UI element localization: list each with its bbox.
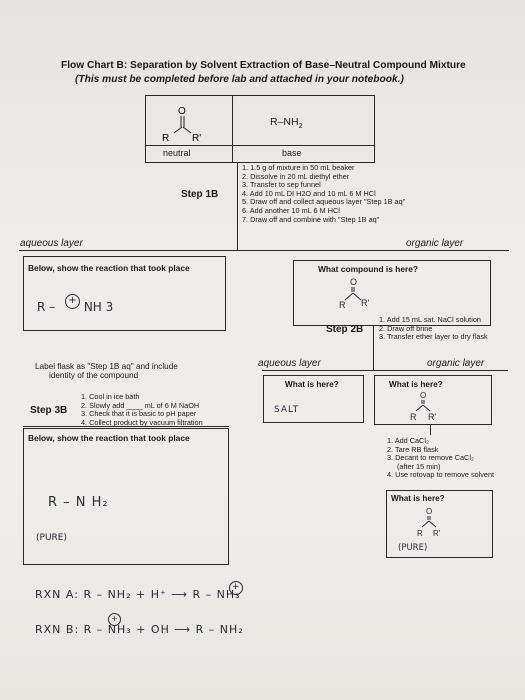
step-1b-item: 7. Draw off and combine with "Step 1B aq… bbox=[242, 214, 380, 224]
split-stem bbox=[237, 229, 238, 251]
page-subtitle: (This must be completed before lab and a… bbox=[75, 74, 404, 85]
ketone-structure: O R R' bbox=[162, 106, 201, 144]
hand-nh3: NH 3 bbox=[83, 300, 114, 314]
step-1b-item: 4. Add 10 mL DI H2O and 10 mL 6 M HCl bbox=[242, 188, 376, 198]
base-label: base bbox=[282, 148, 302, 158]
svg-text:R': R' bbox=[192, 133, 201, 144]
what-here-2: What is here? bbox=[389, 380, 443, 389]
step-1b-item: 5. Draw off and collect aqueous layer "S… bbox=[242, 197, 406, 207]
step-2b-item: 2. Draw off brine bbox=[379, 323, 433, 333]
svg-text:R: R bbox=[162, 133, 169, 144]
mixture-divider bbox=[232, 95, 233, 163]
step-dry-item: (after 15 min) bbox=[397, 461, 441, 471]
compound-question: What compound is here? bbox=[318, 264, 419, 274]
hand-product: R – N H₂ bbox=[48, 495, 109, 510]
hand-ketone-2: O R R' bbox=[410, 391, 436, 422]
svg-text:R: R bbox=[339, 300, 346, 310]
reaction-header-2: Below, show the reaction that took place bbox=[28, 433, 190, 443]
step-3b-underline bbox=[23, 395, 229, 427]
step-3b-item: 4. Collect product by vacuum filtration bbox=[81, 417, 203, 427]
step-dry-item: 3. Decant to remove CaCl₂ bbox=[387, 453, 474, 463]
svg-text:R: R bbox=[417, 529, 423, 538]
svg-text:O: O bbox=[426, 507, 432, 516]
step-1b-list: 1. 1.5 g of mixture in 50 mL beaker 2. D… bbox=[242, 163, 406, 224]
mixture-box bbox=[145, 95, 375, 163]
aqueous-layer-label: aqueous layer bbox=[20, 238, 83, 249]
svg-text:O: O bbox=[350, 277, 357, 287]
svg-text:R': R' bbox=[433, 529, 441, 538]
split-line bbox=[19, 250, 509, 251]
flask-note-1: Label flask as "Step 1B aq" and include bbox=[35, 362, 178, 371]
split-line-2 bbox=[262, 370, 508, 371]
what-here-box-2 bbox=[374, 375, 492, 425]
stem-line bbox=[237, 163, 238, 230]
step-dry-item: 1. Add CaCl₂ bbox=[387, 436, 429, 445]
hand-ketone-1: O R R' bbox=[339, 277, 369, 310]
rxn-b-text: RXN B: R – NH₃ + OH ⟶ R – NH₂ bbox=[35, 623, 244, 636]
what-here-box-3 bbox=[386, 490, 493, 558]
hand-salt: SALT bbox=[274, 405, 300, 415]
hand-pure-right: (PURE) bbox=[398, 543, 428, 553]
step-1b-item: 3. Transfer to sep funnel bbox=[242, 180, 321, 190]
step-2b-item: 1. Add 15 mL sat. NaCl solution bbox=[379, 315, 481, 324]
aqueous-layer-label-2: aqueous layer bbox=[258, 358, 321, 369]
step-1b-label: Step 1B bbox=[181, 189, 219, 200]
svg-text:O: O bbox=[178, 106, 186, 117]
right-stem bbox=[373, 326, 374, 348]
rxn-b: RXN B: R – NH₃ + OH ⟶ R – NH₂ bbox=[35, 623, 244, 636]
step-3b-label: Step 3B bbox=[30, 405, 68, 416]
title-text: Flow Chart B: Separation by Solvent Extr… bbox=[61, 60, 466, 71]
organic-layer-label-2: organic layer bbox=[427, 358, 485, 369]
base-formula-text: R–NH bbox=[270, 116, 299, 128]
base-formula: R–NH2 bbox=[270, 117, 303, 132]
step-dry-list: 1. Add CaCl₂ 2. Tare RB flask 3. Decant … bbox=[387, 436, 495, 480]
rxn-a-charge: + bbox=[229, 581, 244, 595]
svg-text:R': R' bbox=[428, 412, 436, 422]
svg-text:R': R' bbox=[361, 298, 369, 308]
step-dry-item: 2. Tare RB flask bbox=[387, 444, 439, 454]
base-formula-sub: 2 bbox=[298, 123, 303, 131]
page-title: Flow Chart B: Separation by Solvent Extr… bbox=[61, 60, 466, 71]
step-2b-list: 1. Add 15 mL sat. NaCl solution 2. Draw … bbox=[379, 315, 488, 342]
rxn-a: RXN A: R – NH₂ + H⁺ ⟶ R – NH₃ + bbox=[35, 581, 244, 604]
mixture-label-line bbox=[145, 145, 375, 146]
step-dry-item: 4. Use rotovap to remove solvent bbox=[387, 470, 495, 480]
hand-reaction-1: R – + NH 3 bbox=[37, 294, 114, 317]
hand-ketone-3: O R R' bbox=[417, 507, 441, 538]
step-1b-item: 2. Dissolve in 20 mL diethyl ether bbox=[242, 171, 350, 181]
step-1b-item: 6. Add another 10 mL 6 M HCl bbox=[242, 205, 340, 215]
step-1b-item: 1. 1.5 g of mixture in 50 mL beaker bbox=[242, 163, 355, 172]
hand-pure-left: (PURE) bbox=[36, 533, 67, 543]
hand-r: R – bbox=[37, 300, 56, 314]
what-here-3: What is here? bbox=[391, 494, 445, 503]
svg-text:R: R bbox=[410, 412, 417, 422]
reaction-box-2 bbox=[23, 428, 229, 565]
step-3b-item: 1. Cool in ice bath bbox=[81, 392, 140, 401]
step-2b-label: Step 2B bbox=[326, 324, 364, 335]
rxn-a-text: RXN A: R – NH₂ + H⁺ ⟶ R – NH₃ bbox=[35, 588, 241, 601]
step-3b-item: 3. Check that it is basic to pH paper bbox=[81, 409, 197, 419]
reaction-box-1 bbox=[23, 256, 226, 331]
reaction-header-1: Below, show the reaction that took place bbox=[28, 263, 190, 273]
rxn-b-charge: + bbox=[108, 613, 121, 626]
what-here-box-1 bbox=[263, 375, 364, 423]
what-here-1: What is here? bbox=[285, 380, 339, 389]
flask-note-2: identity of the compound bbox=[49, 371, 139, 380]
plus-charge-circle: + bbox=[64, 294, 80, 309]
step-3b-item: 2. Slowly add ____ mL of 6 M NaOH bbox=[81, 400, 200, 410]
step-2b-item: 3. Transfer ether layer to dry flask bbox=[379, 332, 488, 342]
compound-box bbox=[293, 260, 491, 326]
neutral-label: neutral bbox=[163, 148, 191, 158]
step-3b-list: 1. Cool in ice bath 2. Slowly add ____ m… bbox=[81, 392, 203, 427]
svg-text:O: O bbox=[420, 391, 426, 400]
organic-layer-label: organic layer bbox=[406, 238, 464, 249]
split-stem-2 bbox=[373, 348, 374, 371]
right-stem-2 bbox=[430, 425, 431, 435]
